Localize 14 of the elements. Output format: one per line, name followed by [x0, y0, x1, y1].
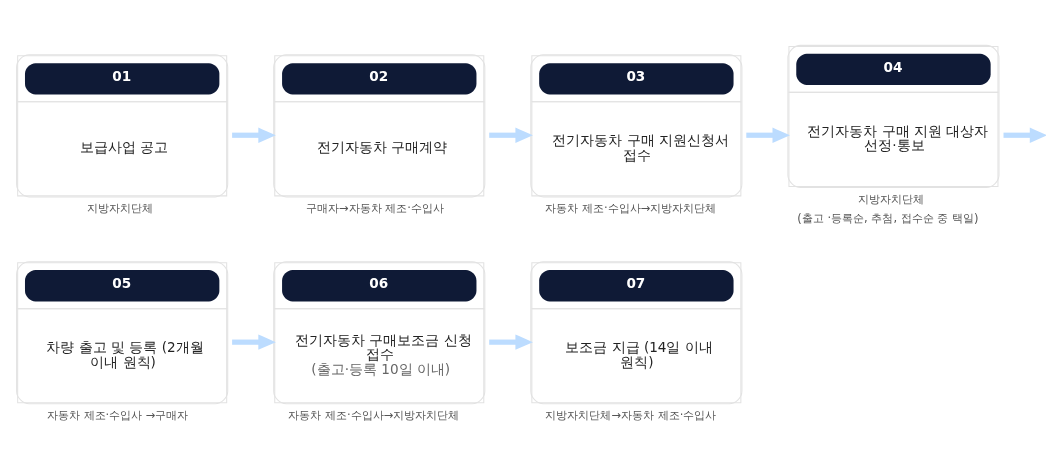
- node-label: 자동차 제조·수입사→지방자치단체: [288, 407, 460, 422]
- arrow: [232, 127, 276, 143]
- node-label: 구매자→자동차 제조·수입사: [306, 200, 445, 215]
- node-label: 자동차 제조·수입사→지방자치단체: [545, 200, 717, 215]
- node-label: 지방자치단체: [86, 200, 153, 215]
- node-label: 지방자치단체: [857, 191, 924, 206]
- arrow: [489, 334, 533, 350]
- node-label: 지방자치단체→자동차 제조·수입사: [545, 407, 717, 422]
- arrow: [746, 127, 790, 143]
- node-label: (출고 ·등록순, 추첨, 접수순 중 택일): [797, 210, 979, 225]
- arrow: [1003, 127, 1046, 143]
- arrow: [232, 334, 276, 350]
- node-label: 자동차 제조·수입사 →구매자: [46, 407, 189, 422]
- arrow: [489, 127, 533, 143]
